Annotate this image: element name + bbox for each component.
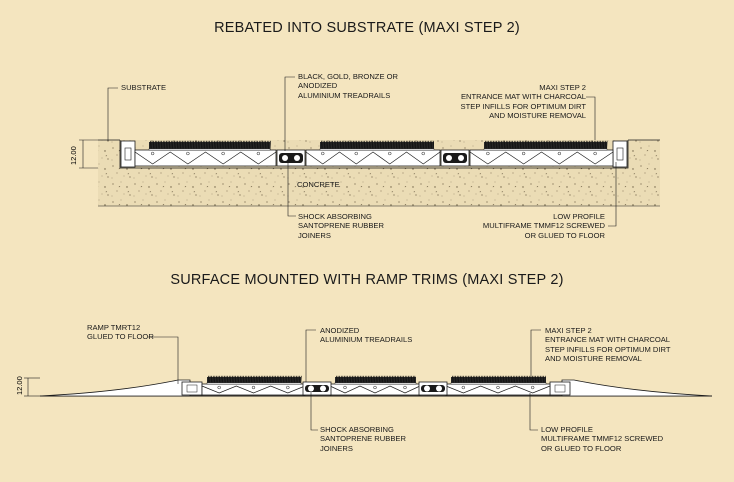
dimension-2: 12.00 [15,376,24,395]
diagram-1-title: REBATED INTO SUBSTRATE (MAXI STEP 2) [214,20,520,36]
label-substrate: SUBSTRATE [121,83,167,92]
label-treadrails-2: ANODIZED ALUMINIUM TREADRAILS [320,326,413,345]
label-joiners-2: SHOCK ABSORBING SANTOPRENE RUBBER JOINER… [320,425,406,453]
brush-strip-2-3 [450,375,547,385]
brush-strip-1 [148,140,271,151]
leader-mat-2 [530,329,541,380]
brush-strip-2 [319,140,435,151]
leader-substrate [107,87,118,141]
ramp-left [39,379,191,397]
diagram-2-title: SURFACE MOUNTED WITH RAMP TRIMS (MAXI ST… [170,272,564,288]
joiner-2-2 [418,381,448,396]
surface-mounted-section: 12.00 [15,329,713,431]
label-mat-2: MAXI STEP 2 ENTRANCE MAT WITH CHARCOAL S… [545,326,671,364]
leader-ramp [148,336,179,384]
dimension-1: 12.00 [69,146,78,165]
leader-frame [608,162,617,227]
brush-strip-3 [483,140,608,151]
label-concrete: CONCRETE [297,180,340,189]
joiner-1 [276,149,306,167]
leader-mat [586,96,596,140]
label-joiners: SHOCK ABSORBING SANTOPRENE RUBBER JOINER… [298,212,384,240]
label-frame: LOW PROFILE MULTIFRAME TMMF12 SCREWED OR… [482,212,605,240]
label-treadrails: BLACK, GOLD, BRONZE OR ANODIZED ALUMINIU… [298,72,399,100]
rebated-section: 12.00 [69,76,660,227]
label-mat: MAXI STEP 2 ENTRANCE MAT WITH CHARCOAL S… [460,83,586,121]
ramp-right [561,379,713,397]
joiner-2-1 [302,381,332,396]
brush-strip-2-2 [334,375,417,385]
leader-treadrails-2 [305,329,316,382]
frame-left [120,140,136,168]
leader-joiners-2 [310,392,318,431]
leader-joiners [287,163,296,217]
label-frame-2: LOW PROFILE MULTIFRAME TMMF12 SCREWED OR… [541,425,664,453]
leader-frame-2 [529,393,538,431]
joiner-2 [440,149,470,167]
frame-right [612,140,628,168]
leader-treadrails [284,76,295,151]
label-ramp: RAMP TMRT12 GLUED TO FLOOR [87,323,154,342]
brush-strip-2-1 [206,375,302,385]
